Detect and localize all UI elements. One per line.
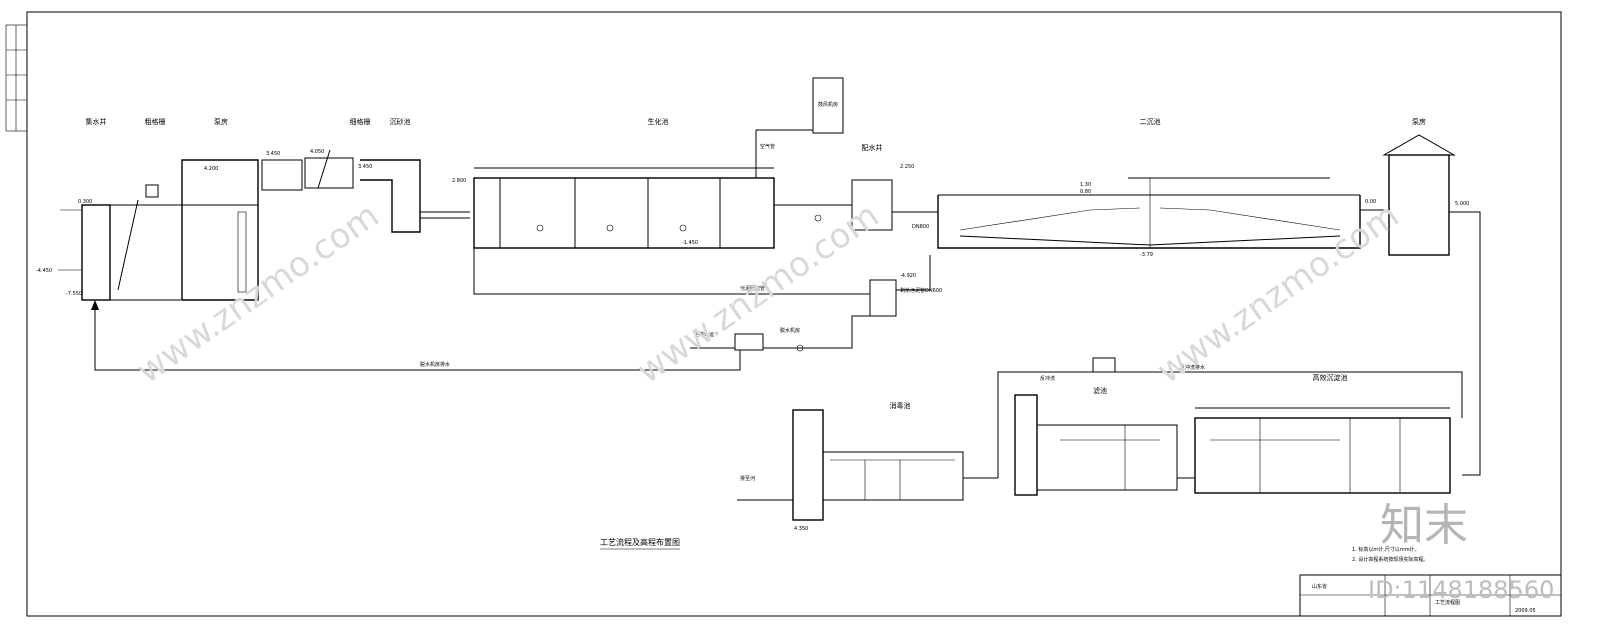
svg-text:反冲洗排水: 反冲洗排水 [1180, 364, 1205, 371]
notes: 1. 标高以m计,尺寸以mm计。 2. 设计高程系统按现场实际高程。 [1352, 546, 1428, 563]
fine-screen: 细格栅 3.450 4.050 [261, 117, 371, 191]
svg-text:-3.79: -3.79 [1140, 252, 1153, 258]
svg-text:生化池: 生化池 [648, 117, 669, 126]
svg-text:1.30: 1.30 [1080, 182, 1091, 188]
collection-well: 集水井 0.300 -4.450 -7.550 [36, 117, 111, 301]
dewatering-room: 脱水机房 泥饼外运 [690, 315, 870, 352]
svg-text:排至河: 排至河 [740, 475, 755, 482]
svg-text:1. 标高以m计,尺寸以mm计。: 1. 标高以m计,尺寸以mm计。 [1352, 546, 1420, 553]
sludge-return-line: 污泥回流管 剩余污泥管DN600 -4.920 [473, 248, 942, 317]
drain-return-line: 脱水机房排水 [91, 300, 741, 371]
svg-text:3.450: 3.450 [358, 164, 372, 170]
svg-text:集水井: 集水井 [86, 117, 107, 126]
svg-text:ID:1148188560: ID:1148188560 [1368, 576, 1554, 604]
svg-text:4.350: 4.350 [794, 526, 808, 532]
svg-text:鼓风机房: 鼓风机房 [818, 101, 838, 108]
blower-room: 鼓风机房 空气管 [755, 77, 844, 178]
svg-text:5.000: 5.000 [1455, 201, 1469, 207]
svg-text:泥饼外运: 泥饼外运 [694, 331, 714, 338]
title-block: 山东省 工艺流程图 2009.05 [1299, 574, 1562, 617]
high-density-clarifier: 高效沉淀池 反冲洗排水 [1092, 357, 1463, 494]
svg-text:4.050: 4.050 [310, 149, 324, 155]
svg-text:反冲洗: 反冲洗 [1040, 375, 1055, 382]
svg-text:4.200: 4.200 [204, 166, 218, 172]
svg-text:-4.450: -4.450 [36, 268, 52, 274]
watermark: www.znzmo.com www.znzmo.com www.znzmo.co… [130, 195, 1555, 604]
svg-text:0.80: 0.80 [1080, 189, 1091, 195]
svg-text:0.300: 0.300 [78, 199, 92, 205]
svg-text:-1.450: -1.450 [682, 240, 698, 246]
svg-text:2009.05: 2009.05 [1515, 608, 1536, 614]
svg-text:0.00: 0.00 [1365, 199, 1376, 205]
svg-text:脱水机房排水: 脱水机房排水 [420, 361, 450, 368]
svg-text:www.znzmo.com: www.znzmo.com [1150, 195, 1406, 391]
secondary-clarifier: 二沉池 1.30 0.80 -3.79 [892, 117, 1361, 258]
sheet-border [26, 11, 1562, 617]
svg-text:2. 设计高程系统按现场实际高程。: 2. 设计高程系统按现场实际高程。 [1352, 556, 1428, 563]
distribution-well: 配水井 2.250 DN800 [774, 143, 929, 231]
binding-strip [5, 24, 28, 132]
svg-text:脱水机房: 脱水机房 [780, 327, 800, 334]
svg-text:泵房: 泵房 [1412, 117, 1426, 126]
coarse-screen: 粗格栅 [109, 117, 183, 301]
svg-text:滤池: 滤池 [1093, 386, 1107, 395]
svg-text:消毒池: 消毒池 [890, 401, 911, 410]
pump-house-1: 泵房 4.200 [181, 117, 259, 301]
pump-house-2: 泵房 0.00 5.000 [1360, 117, 1469, 256]
svg-text:高效沉淀池: 高效沉淀池 [1313, 373, 1348, 382]
svg-text:二沉池: 二沉池 [1140, 117, 1161, 126]
drawing-title: 工艺流程及高程布置图 [600, 537, 680, 547]
svg-text:细格栅: 细格栅 [350, 117, 371, 126]
filter: 滤池 反冲洗 [997, 371, 1178, 496]
svg-text:3.450: 3.450 [266, 151, 280, 157]
svg-text:剩余污泥管DN600: 剩余污泥管DN600 [900, 287, 942, 294]
bio-tank: 生化池 2.800 -1.450 [452, 117, 775, 249]
svg-text:空气管: 空气管 [760, 143, 775, 150]
svg-text:DN800: DN800 [912, 224, 929, 230]
grit-chamber: 沉砂池 3.450 [358, 117, 421, 233]
disinfection-tank: 消毒池 排至河 4.350 [737, 401, 998, 532]
svg-text:2.800: 2.800 [452, 178, 466, 184]
svg-text:配水井: 配水井 [862, 143, 883, 152]
svg-text:山东省: 山东省 [1312, 583, 1327, 590]
svg-text:泵房: 泵房 [214, 117, 228, 126]
svg-text:-7.550: -7.550 [66, 291, 82, 297]
svg-text:2.250: 2.250 [900, 164, 914, 170]
svg-text:沉砂池: 沉砂池 [390, 117, 411, 126]
svg-text:粗格栅: 粗格栅 [145, 117, 166, 126]
svg-text:知末: 知末 [1380, 500, 1468, 551]
svg-text:-4.920: -4.920 [900, 273, 916, 279]
svg-text:工艺流程图: 工艺流程图 [1435, 599, 1460, 606]
svg-text:污泥回流管: 污泥回流管 [740, 285, 765, 292]
